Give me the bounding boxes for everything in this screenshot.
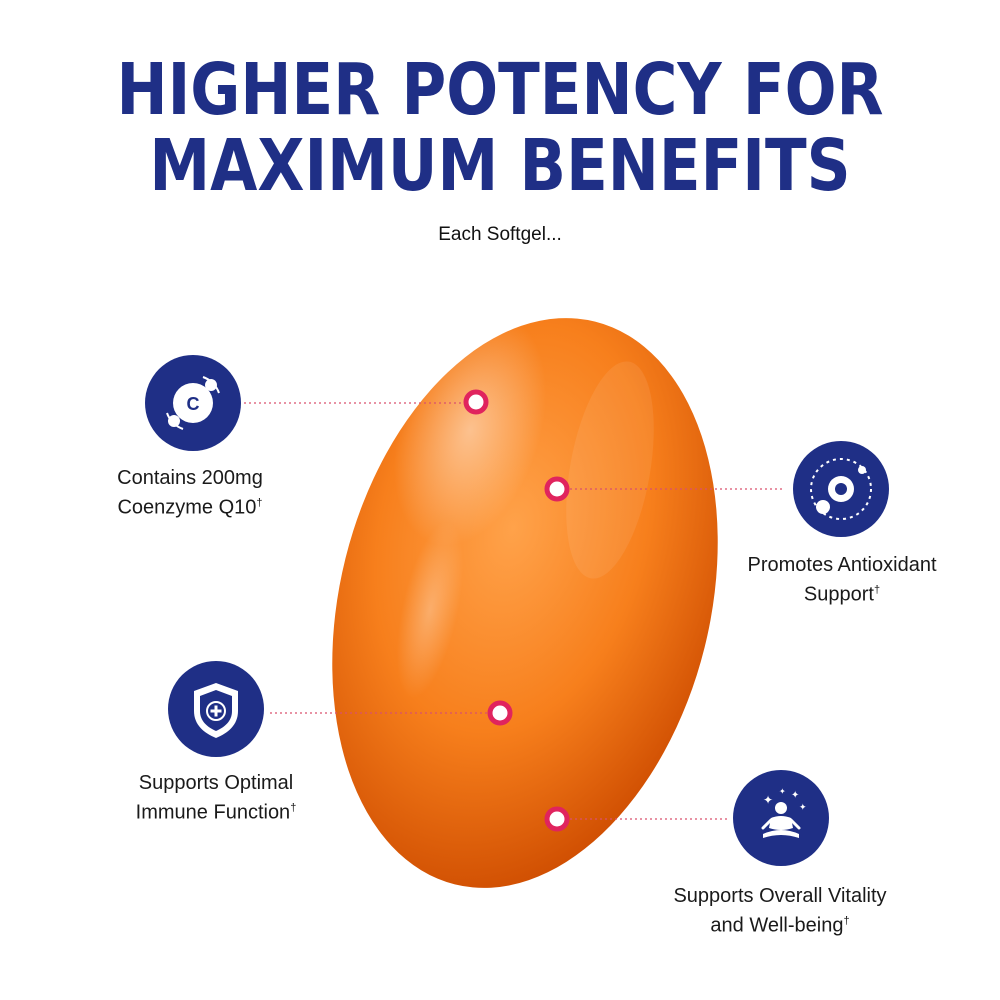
pin-2 — [544, 476, 570, 502]
feature-label-immune: Supports Optimal Immune Function† — [135, 772, 297, 824]
pin-4 — [544, 806, 570, 832]
antioxidant-orbit-icon — [793, 441, 889, 537]
headline-line-2: MAXIMUM BENEFITS — [149, 124, 851, 207]
headline-line-1: HIGHER POTENCY FOR — [116, 48, 884, 131]
svg-text:✦: ✦ — [763, 793, 773, 807]
feature-label-antioxidant: Promotes Antioxidant Support† — [747, 554, 937, 606]
coq10-molecule-icon: C — [145, 355, 241, 451]
feature-label-coq10: Contains 200mg Coenzyme Q10† — [117, 467, 263, 519]
immune-shield-icon — [168, 661, 264, 757]
svg-text:✦: ✦ — [791, 790, 799, 801]
softgel-capsule — [332, 313, 718, 888]
pin-3 — [487, 700, 513, 726]
svg-text:C: C — [187, 394, 200, 414]
pin-1 — [463, 389, 489, 415]
svg-text:✦: ✦ — [779, 787, 786, 796]
svg-text:✦: ✦ — [799, 803, 807, 813]
headline: HIGHER POTENCY FOR MAXIMUM BENEFITS — [70, 52, 930, 204]
meditation-vitality-icon: ✦ ✦ ✦ ✦ — [733, 770, 829, 866]
subhead: Each Softgel... — [438, 224, 562, 245]
feature-label-vitality: Supports Overall Vitality and Well-being… — [673, 885, 887, 937]
